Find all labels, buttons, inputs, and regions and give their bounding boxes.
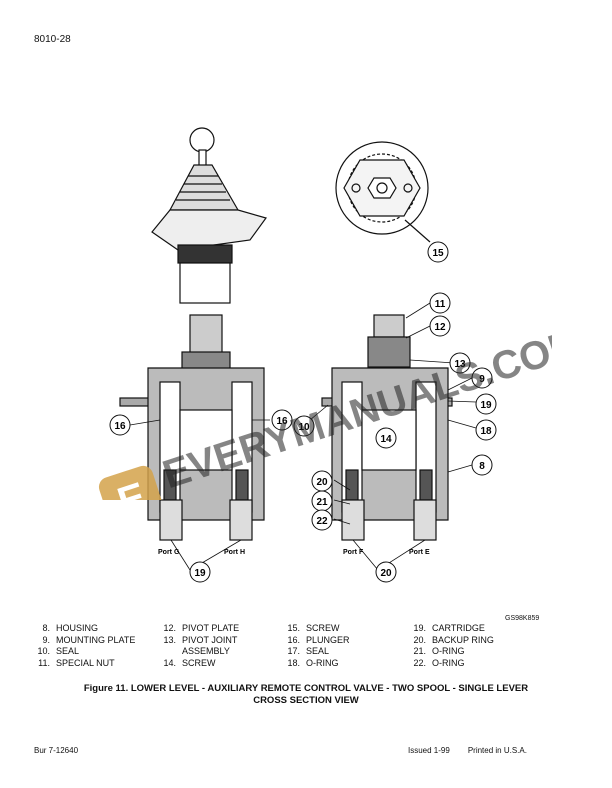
callout-16-right: 16 (271, 409, 293, 431)
legend-item: 17.SEAL (287, 646, 330, 656)
svg-text:9: 9 (479, 374, 485, 385)
svg-text:14: 14 (380, 434, 392, 445)
port-e-label: Port E (409, 549, 430, 556)
svg-text:10: 10 (298, 422, 310, 433)
figure-code: GS98K859 (505, 615, 540, 622)
svg-text:15: 15 (432, 248, 444, 259)
top-view-drawing (335, 141, 431, 243)
legend-column-3: 15.SCREW 16.PLUNGER 17.SEAL 18.O-RING (284, 623, 350, 669)
legend-item: 21.O-RING (413, 646, 465, 656)
legend-item-continuation: ASSEMBLY (182, 646, 230, 656)
legend-item: 9.MOUNTING PLATE (42, 634, 136, 645)
footer-printed: Printed in U.S.A. (467, 746, 527, 755)
figure-caption: Figure 11. LOWER LEVEL - AUXILIARY REMOT… (40, 683, 572, 707)
svg-text:19: 19 (194, 568, 206, 579)
svg-text:22: 22 (316, 516, 328, 527)
callout-22: 22 (311, 509, 333, 531)
svg-text:20: 20 (316, 477, 328, 488)
svg-text:16: 16 (114, 421, 126, 432)
caption-line-1: Figure 11. LOWER LEVEL - AUXILIARY REMOT… (83, 683, 529, 694)
callout-14: 14 (375, 427, 397, 449)
legend-item: 14.SCREW (163, 657, 216, 668)
callout-11: 11 (429, 292, 451, 314)
callout-19-right: 20 (375, 561, 397, 583)
callout-15: 15 (427, 241, 449, 263)
svg-text:19: 19 (480, 400, 492, 411)
callout-16-left: 16 (109, 414, 131, 436)
svg-text:21: 21 (316, 497, 328, 508)
callout-13: 13 (449, 352, 471, 374)
svg-text:11: 11 (435, 299, 446, 310)
legend-item: 22.O-RING (413, 657, 465, 668)
page-number: 8010-28 (34, 34, 71, 45)
svg-text:8: 8 (479, 461, 485, 472)
callout-8: 8 (471, 454, 493, 476)
legend-item: 15.SCREW (287, 623, 340, 633)
svg-text:16: 16 (276, 416, 288, 427)
legend-item: 18.O-RING (287, 657, 339, 668)
legend-item: 16.PLUNGER (287, 634, 350, 645)
callout-10: 10 (293, 415, 315, 437)
legend-column-2: 12.PIVOT PLATE 13.PIVOT JOINT ASSEMBLY 1… (160, 623, 239, 669)
callout-21: 21 (311, 490, 333, 512)
footer-document-id: Bur 7-12640 (34, 746, 79, 755)
legend-item: 13.PIVOT JOINT (163, 634, 238, 645)
legend-item: 11.SPECIAL NUT (38, 657, 115, 668)
caption-line-2: CROSS SECTION VIEW (253, 695, 359, 706)
legend-column-4: 19.CARTRIDGE 20.BACKUP RING 21.O-RING 22… (410, 623, 494, 669)
legend-item: 19.CARTRIDGE (413, 623, 485, 633)
footer-issued: Issued 1-99 (408, 746, 450, 755)
callout-20: 20 (311, 470, 333, 492)
svg-text:13: 13 (454, 359, 466, 370)
legend-column-1: 8.HOUSING 9.MOUNTING PLATE 10.SEAL 11.SP… (34, 623, 135, 669)
svg-text:18: 18 (480, 426, 492, 437)
legend-item: 8.HOUSING (42, 623, 99, 633)
port-f-label: Port F (343, 549, 364, 556)
legend-item: 20.BACKUP RING (413, 634, 494, 645)
callout-9: 9 (471, 367, 493, 389)
left-valve-section (119, 314, 265, 541)
legend-item: 12.PIVOT PLATE (163, 623, 240, 633)
footer-right: Issued 1-99 Printed in U.S.A. (408, 746, 545, 755)
valve-cross-section-figure: 11 12 13 9 19 18 8 15 14 10 16 16 20 21 … (109, 127, 497, 583)
svg-text:12: 12 (434, 322, 446, 333)
callout-12: 12 (429, 315, 451, 337)
callout-18: 19 (475, 393, 497, 415)
callout-19-left: 19 (189, 561, 211, 583)
joystick-lever-drawing (151, 127, 267, 304)
port-h-label: Port H (224, 549, 245, 556)
port-g-label: Port G (158, 549, 180, 556)
right-valve-section (321, 314, 453, 541)
legend-item: 10.SEAL (37, 646, 80, 656)
svg-text:20: 20 (380, 568, 392, 579)
callout-17: 18 (475, 419, 497, 441)
